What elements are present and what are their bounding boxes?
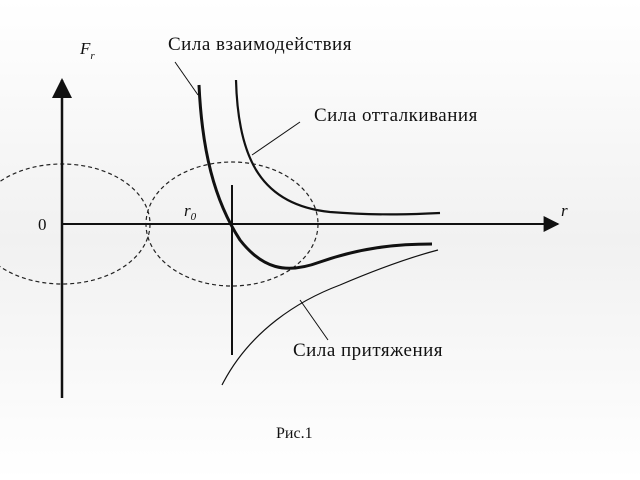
attraction-curve (221, 249, 439, 386)
x-axis-label: r (561, 201, 568, 220)
repulsion-leader (251, 121, 301, 156)
repulsion-force-label: Сила отталкивания (314, 105, 478, 126)
interaction-force-label: Сила взаимодействия (168, 34, 352, 55)
y-axis-label-sub: r (90, 50, 95, 62)
y-axis-label: Fr (79, 39, 95, 62)
equilibrium-label-sub: 0 (191, 211, 197, 223)
equilibrium-label-main: r (184, 201, 191, 220)
figure-caption: Рис.1 (276, 425, 313, 442)
attraction-leader (299, 299, 329, 341)
y-axis-label-main: F (79, 39, 91, 58)
origin-label: 0 (38, 215, 47, 234)
interaction-leader (174, 61, 199, 96)
repulsion-curve (234, 79, 441, 216)
interaction-curve (197, 84, 433, 270)
attraction-force-label: Сила притяжения (293, 340, 443, 361)
equilibrium-label: r0 (184, 201, 197, 223)
